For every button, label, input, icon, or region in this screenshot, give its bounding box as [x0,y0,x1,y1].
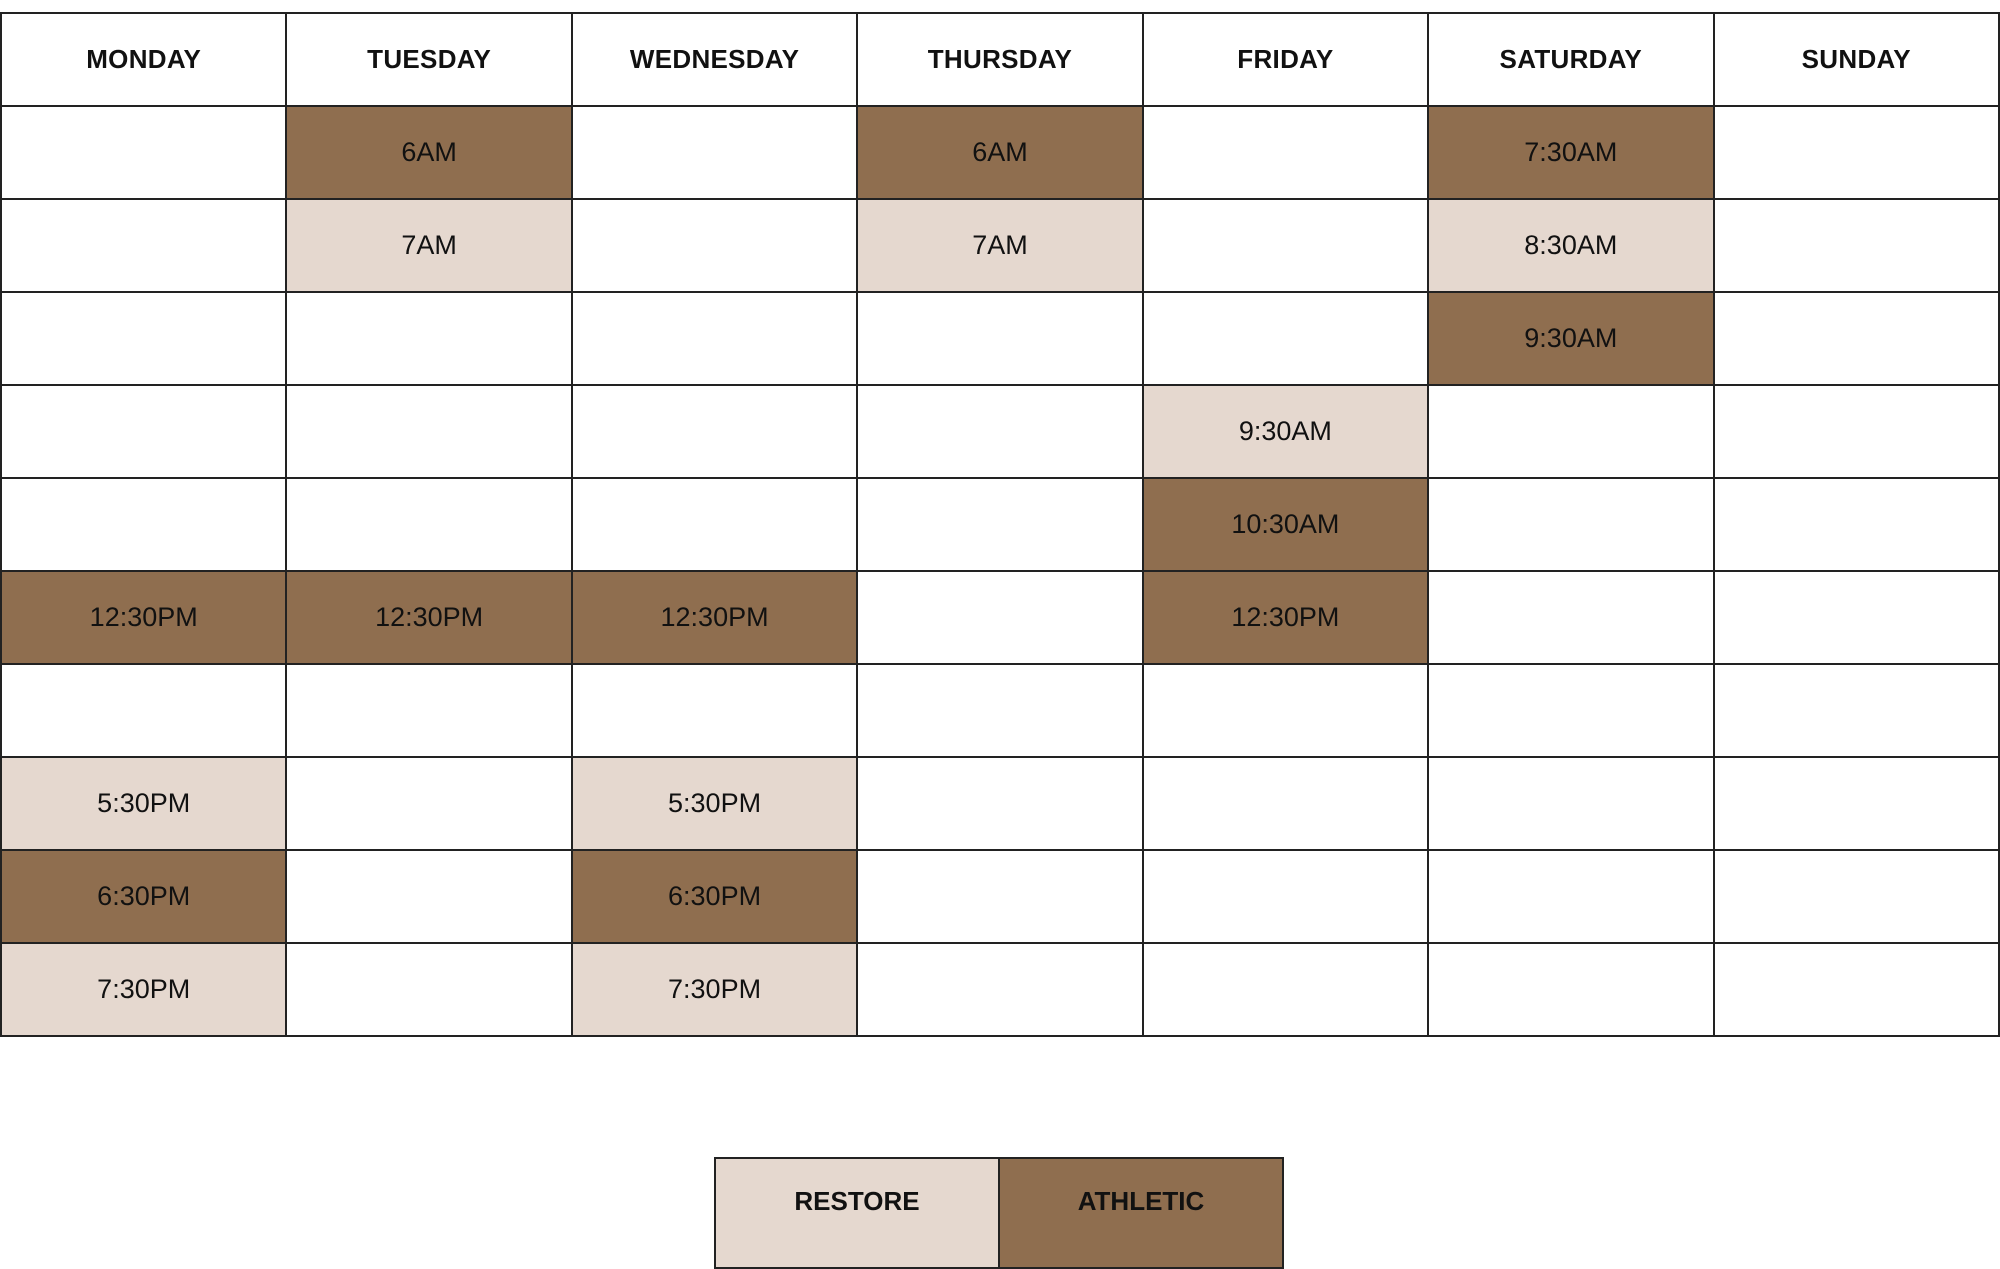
athletic-class-slot: 10:30AM [1141,477,1430,572]
schedule-row: 5:30PM 5:30PM [0,756,2000,851]
athletic-class-slot: 12:30PM [1141,570,1430,665]
empty-slot [1141,663,1430,758]
empty-slot [1712,570,2000,665]
athletic-class-slot: 9:30AM [1427,291,1715,386]
empty-slot [570,477,859,572]
empty-slot [0,477,288,572]
athletic-class-slot: 6AM [856,105,1144,200]
legend-athletic: ATHLETIC [998,1157,1284,1269]
empty-slot [856,570,1144,665]
restore-class-slot: 7AM [856,198,1144,293]
empty-slot [856,477,1144,572]
empty-slot [1712,291,2000,386]
empty-slot [570,198,859,293]
empty-slot [856,384,1144,479]
athletic-class-slot: 12:30PM [285,570,573,665]
day-header-saturday: SATURDAY [1427,12,1715,107]
athletic-class-slot: 7:30AM [1427,105,1715,200]
restore-class-slot: 5:30PM [570,756,859,851]
empty-slot [1427,663,1715,758]
restore-class-slot: 7:30PM [0,942,288,1037]
day-header-wednesday: WEDNESDAY [570,12,859,107]
day-header-friday: FRIDAY [1141,12,1430,107]
day-header-tuesday: TUESDAY [285,12,573,107]
empty-slot [1712,663,2000,758]
restore-class-slot: 8:30AM [1427,198,1715,293]
schedule-row: 6AM 6AM 7:30AM [0,105,2000,200]
empty-slot [285,756,573,851]
restore-class-slot: 7:30PM [570,942,859,1037]
empty-slot [0,663,288,758]
empty-slot [1141,291,1430,386]
empty-slot [856,756,1144,851]
empty-slot [1712,849,2000,944]
empty-slot [0,198,288,293]
legend: RESTORE ATHLETIC [714,1157,1284,1269]
empty-slot [1712,942,2000,1037]
empty-slot [856,849,1144,944]
empty-slot [570,291,859,386]
athletic-class-slot: 12:30PM [570,570,859,665]
athletic-class-slot: 12:30PM [0,570,288,665]
athletic-class-slot: 6AM [285,105,573,200]
empty-slot [0,384,288,479]
empty-slot [1141,942,1430,1037]
empty-slot [570,105,859,200]
empty-slot [285,849,573,944]
empty-slot [1712,756,2000,851]
empty-slot [856,291,1144,386]
empty-slot [1712,105,2000,200]
restore-class-slot: 7AM [285,198,573,293]
empty-slot [1427,756,1715,851]
empty-slot [1427,942,1715,1037]
schedule-row [0,663,2000,758]
day-header-monday: MONDAY [0,12,288,107]
empty-slot [285,384,573,479]
schedule-row: 7AM 7AM 8:30AM [0,198,2000,293]
empty-slot [285,942,573,1037]
empty-slot [1712,198,2000,293]
restore-class-slot: 5:30PM [0,756,288,851]
empty-slot [0,105,288,200]
empty-slot [1427,477,1715,572]
empty-slot [1141,198,1430,293]
empty-slot [856,942,1144,1037]
empty-slot [285,291,573,386]
empty-slot [570,384,859,479]
schedule-row: 9:30AM [0,291,2000,386]
empty-slot [570,663,859,758]
schedule-row: 9:30AM [0,384,2000,479]
empty-slot [1712,477,2000,572]
empty-slot [1141,849,1430,944]
empty-slot [285,477,573,572]
empty-slot [1427,849,1715,944]
athletic-class-slot: 6:30PM [570,849,859,944]
empty-slot [1141,105,1430,200]
empty-slot [0,291,288,386]
day-header-thursday: THURSDAY [856,12,1144,107]
schedule-row: 10:30AM [0,477,2000,572]
schedule-row: 7:30PM 7:30PM [0,942,2000,1037]
empty-slot [285,663,573,758]
athletic-class-slot: 6:30PM [0,849,288,944]
legend-restore: RESTORE [714,1157,1000,1269]
empty-slot [1427,384,1715,479]
empty-slot [856,663,1144,758]
restore-class-slot: 9:30AM [1141,384,1430,479]
day-header-sunday: SUNDAY [1712,12,2000,107]
empty-slot [1427,570,1715,665]
empty-slot [1141,756,1430,851]
empty-slot [1712,384,2000,479]
schedule-row: 6:30PM 6:30PM [0,849,2000,944]
